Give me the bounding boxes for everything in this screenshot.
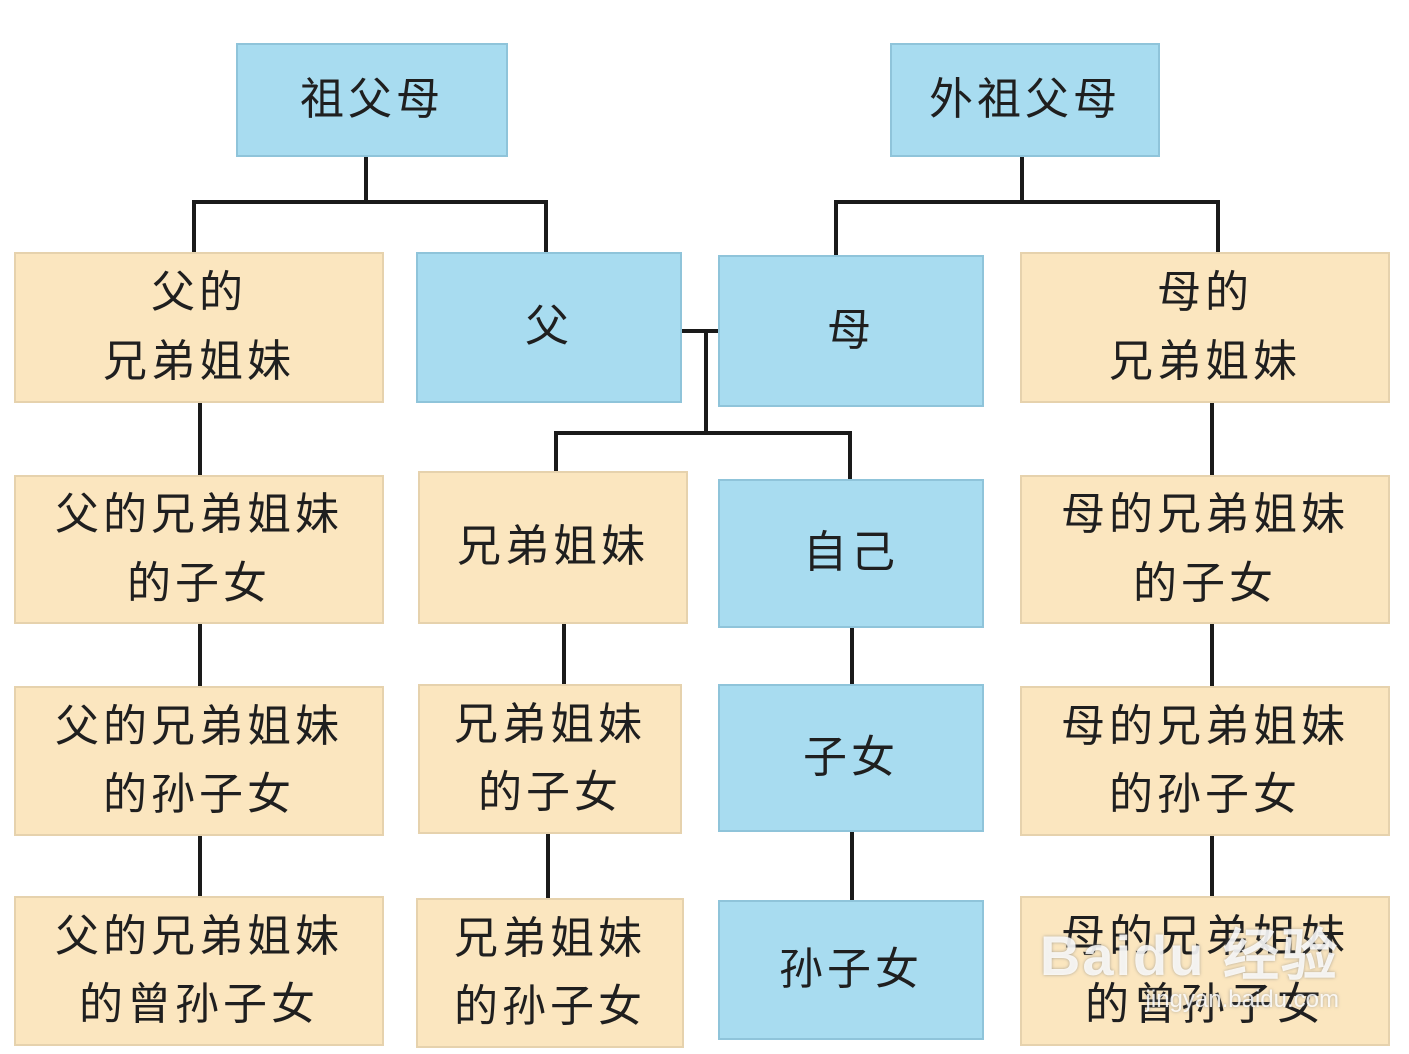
connector — [562, 624, 566, 684]
connector — [1216, 200, 1220, 252]
node-label: 母的兄弟姐妹 — [1061, 700, 1349, 752]
node-label: 自己 — [803, 527, 899, 579]
node-label: 的孙子女 — [103, 769, 295, 820]
node-label: 的孙子女 — [454, 981, 646, 1032]
node-label: 母的兄弟姐妹 — [1061, 489, 1349, 541]
connector — [198, 836, 202, 896]
node-label: 孙子女 — [779, 943, 923, 995]
node-label: 兄弟姐妹 — [1109, 335, 1301, 387]
node-mother-siblings-children: 母的兄弟姐妹 的子女 — [1020, 475, 1390, 624]
watermark-brand: Baidu 经验 — [1039, 924, 1339, 987]
node-label: 兄弟姐妹 — [457, 521, 649, 573]
node-siblings-children: 兄弟姐妹 的子女 — [418, 684, 682, 834]
connector — [1210, 624, 1214, 686]
connector — [554, 431, 852, 435]
node-father-siblings-children: 父的兄弟姐妹 的子女 — [14, 475, 384, 624]
node-label: 父的兄弟姐妹 — [55, 910, 343, 962]
node-label: 子女 — [803, 731, 899, 783]
node-label: 的子女 — [1133, 557, 1277, 609]
connector — [704, 329, 708, 433]
node-father-siblings: 父的 兄弟姐妹 — [14, 252, 384, 403]
node-label: 兄弟姐妹 — [454, 912, 646, 964]
node-label: 的子女 — [127, 557, 271, 609]
node-father-siblings-great-grandchildren: 父的兄弟姐妹 的曾孙子女 — [14, 896, 384, 1046]
connector — [544, 200, 548, 252]
node-self: 自己 — [718, 479, 984, 628]
node-mother: 母 — [718, 255, 984, 407]
connector — [546, 834, 550, 898]
connector — [192, 200, 548, 204]
node-label: 的曾孙子女 — [79, 979, 319, 1030]
node-mother-siblings-great-grandchildren: 母的兄弟姐妹 的曾孙子女 — [1020, 896, 1390, 1046]
node-father: 父 — [416, 252, 682, 403]
connector — [1210, 403, 1214, 475]
watermark-url: jingyan.baidu.com — [1145, 986, 1339, 1013]
node-label: 的子女 — [478, 767, 622, 818]
connector — [364, 157, 368, 202]
node-label: 母 — [827, 304, 875, 356]
node-grandparents: 祖父母 — [236, 43, 508, 157]
connector — [680, 329, 720, 333]
node-label: 母的兄弟姐妹 — [1061, 910, 1349, 962]
node-mother-siblings-grandchildren: 母的兄弟姐妹 的孙子女 — [1020, 686, 1390, 836]
baidu-watermark: Baidu 经验 jingyan.baidu.com — [1040, 911, 1339, 1014]
node-father-siblings-grandchildren: 父的兄弟姐妹 的孙子女 — [14, 686, 384, 836]
connector — [192, 200, 196, 252]
node-label: 的曾孙子女 — [1085, 979, 1325, 1030]
connector — [850, 832, 854, 900]
node-label: 父的兄弟姐妹 — [55, 700, 343, 752]
node-mother-siblings: 母的 兄弟姐妹 — [1020, 252, 1390, 403]
node-label: 兄弟姐妹 — [103, 335, 295, 387]
node-grandchildren: 孙子女 — [718, 900, 984, 1040]
node-label: 祖父母 — [300, 73, 444, 125]
node-label: 外祖父母 — [929, 73, 1121, 125]
connector — [198, 624, 202, 686]
connector — [834, 200, 838, 255]
node-maternal-grandparents: 外祖父母 — [890, 43, 1160, 157]
connector — [198, 403, 202, 475]
connector — [1020, 157, 1024, 202]
node-siblings: 兄弟姐妹 — [418, 471, 688, 624]
node-children: 子女 — [718, 684, 984, 832]
node-label: 母的 — [1157, 267, 1253, 319]
connector — [848, 431, 852, 479]
node-label: 父的 — [151, 267, 247, 319]
node-label: 父的兄弟姐妹 — [55, 489, 343, 541]
node-label: 的孙子女 — [1109, 769, 1301, 820]
node-siblings-grandchildren: 兄弟姐妹 的孙子女 — [416, 898, 684, 1048]
node-label: 兄弟姐妹 — [454, 698, 646, 750]
connector — [834, 200, 1220, 204]
connector — [850, 628, 854, 684]
node-label: 父 — [525, 301, 573, 353]
connector — [1210, 836, 1214, 896]
connector — [554, 431, 558, 471]
